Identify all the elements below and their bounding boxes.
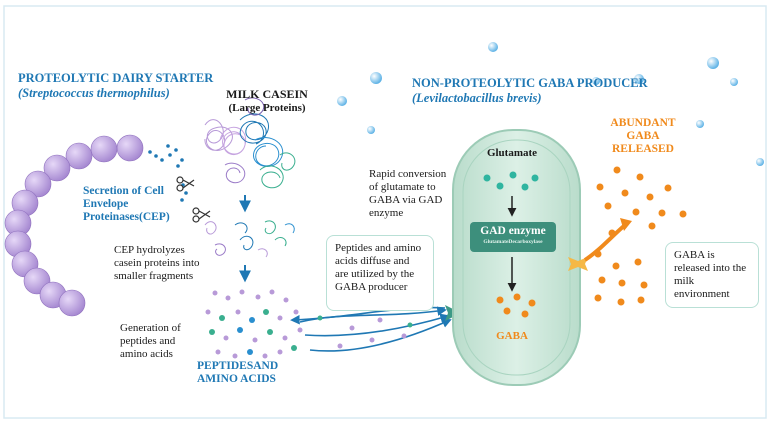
diffusion-arrows bbox=[290, 306, 452, 352]
casein-subtitle: (Large Proteins) bbox=[228, 102, 306, 114]
release-arrow-icon bbox=[583, 223, 627, 262]
secretion-particles bbox=[148, 144, 188, 202]
scissors-icon bbox=[176, 176, 195, 192]
gaba-molecules-inside bbox=[496, 293, 536, 318]
release-arrowhead bbox=[620, 218, 632, 231]
diffusion-box: Peptides and amino acids diffuse and are… bbox=[326, 235, 434, 311]
left-organism-title: PROTEOLYTIC DAIRY STARTER bbox=[18, 71, 214, 85]
right-organism-title: NON-PROTEOLYTIC GABA PRODUCER bbox=[412, 76, 648, 90]
generation-text: Generation of peptides and amino acids bbox=[120, 322, 181, 360]
glutamate-label: Glutamate bbox=[486, 147, 538, 159]
scissors-icon bbox=[192, 207, 211, 223]
products-label: PEPTIDESAND AMINO ACIDS bbox=[197, 360, 279, 385]
peptides-amino-acids-icon bbox=[205, 289, 303, 359]
gaba-producer-cell bbox=[452, 129, 581, 386]
gaba-label: GABA bbox=[496, 330, 528, 342]
casein-fragments-icon bbox=[204, 220, 295, 258]
gad-enzyme-box bbox=[470, 222, 556, 252]
release-title: ABUNDANT GABA RELEASED bbox=[610, 117, 676, 155]
exporter-icon bbox=[568, 257, 588, 271]
released-gaba-molecules bbox=[594, 166, 687, 306]
release-box: GABA is released into the milk environme… bbox=[665, 242, 759, 308]
bubbles bbox=[337, 42, 764, 166]
enzyme-label: GAD enzyme bbox=[480, 225, 546, 237]
cell-membrane bbox=[462, 139, 571, 376]
streptococcus-chain-icon bbox=[4, 134, 144, 317]
diffusing-particles bbox=[317, 315, 413, 349]
secretion-label: Secretion of Cell Envelope Proteinases(C… bbox=[83, 185, 170, 223]
right-organism-species: (Levilactobacillus brevis) bbox=[412, 91, 542, 105]
casein-protein-icon bbox=[204, 97, 296, 189]
glutamate-molecules bbox=[483, 171, 539, 191]
casein-title-block: MILK CASEIN (Large Proteins) bbox=[212, 87, 322, 115]
enzyme-sub-label: GlutamateDecarboxylase bbox=[483, 239, 543, 245]
casein-title: MILK CASEIN bbox=[226, 87, 308, 101]
conversion-text: Rapid conversion of glutamate to GABA vi… bbox=[369, 168, 447, 219]
left-organism-species: (Streptococcus thermophilus) bbox=[18, 86, 170, 100]
hydrolysis-text: CEP hydrolyzes casein proteins into smal… bbox=[114, 244, 200, 282]
